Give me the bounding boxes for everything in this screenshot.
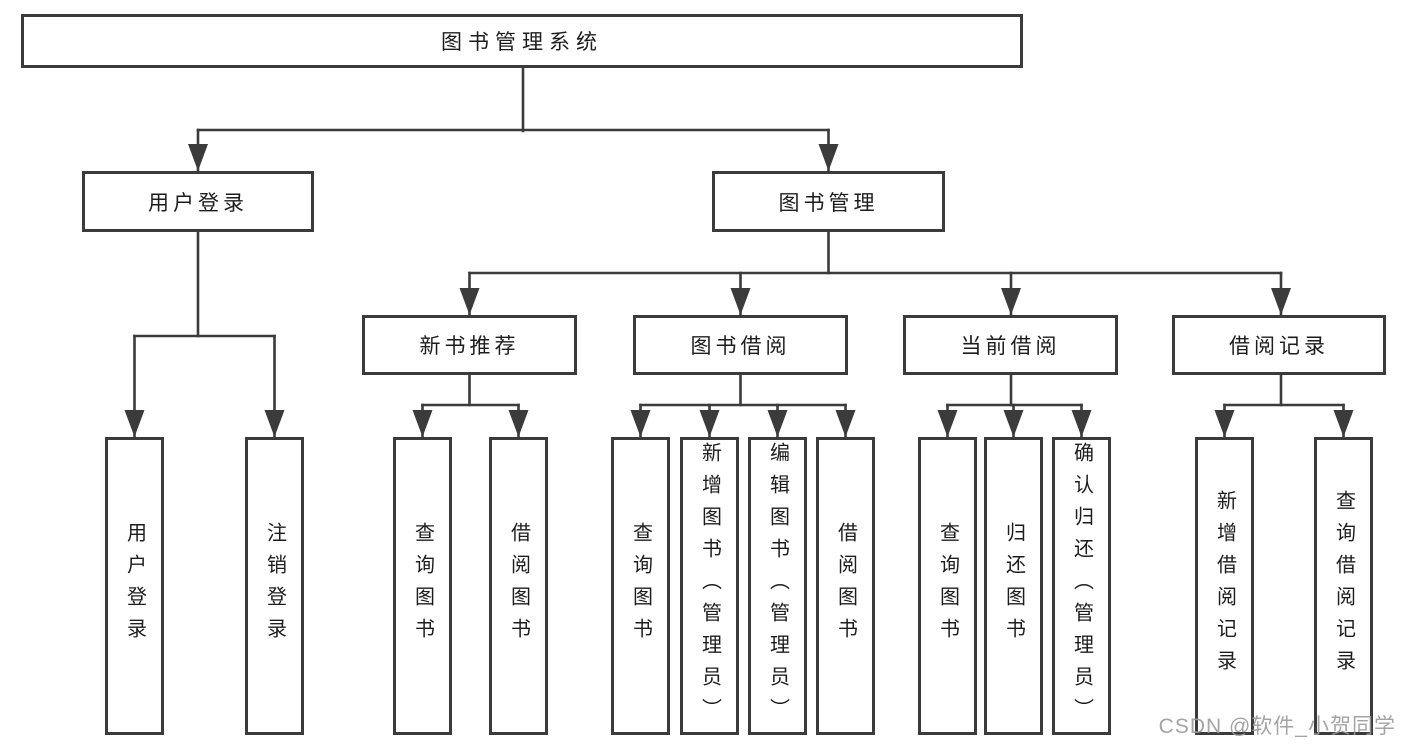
leaf-borrow-query-books-label: 查询图书 (629, 522, 652, 650)
watermark: CSDN @软件_小贺同学 (1158, 715, 1396, 738)
leaf-confirm-return-admin: 确认归还（管理员） (1052, 437, 1111, 735)
leaf-borrow-books-label: 借阅图书 (834, 522, 857, 650)
leaf-recommend-query-books-label: 查询图书 (411, 522, 434, 650)
leaf-edit-book-admin: 编辑图书（管理员） (748, 437, 807, 735)
leaf-logout: 注销登录 (245, 437, 304, 735)
node-book-borrowing-label: 图书借阅 (690, 335, 791, 358)
node-library-management-system: 图书管理系统 (21, 14, 1023, 68)
leaf-add-borrow-record-label: 新增借阅记录 (1213, 490, 1236, 682)
leaf-edit-book-admin-label: 编辑图书（管理员） (766, 442, 789, 730)
node-borrowing-records-label: 借阅记录 (1229, 335, 1329, 358)
node-new-book-recommendation-label: 新书推荐 (419, 335, 520, 358)
leaf-recommend-borrow-books-label: 借阅图书 (507, 522, 530, 650)
leaf-current-query-books: 查询图书 (918, 437, 977, 735)
node-current-borrowing-label: 当前借阅 (960, 335, 1061, 358)
leaf-confirm-return-admin-label: 确认归还（管理员） (1070, 442, 1093, 730)
leaf-borrow-query-books: 查询图书 (611, 437, 670, 735)
node-library-management-system-label: 图书管理系统 (441, 31, 603, 54)
leaf-user-login: 用户登录 (105, 437, 164, 735)
node-user-login-label: 用户登录 (148, 191, 248, 215)
leaf-user-login-label: 用户登录 (123, 522, 146, 650)
node-new-book-recommendation: 新书推荐 (362, 315, 577, 375)
leaf-recommend-borrow-books: 借阅图书 (489, 437, 548, 735)
node-current-borrowing: 当前借阅 (903, 315, 1118, 375)
leaf-logout-label: 注销登录 (263, 522, 286, 650)
leaf-query-borrow-record-label: 查询借阅记录 (1332, 490, 1355, 682)
node-borrowing-records: 借阅记录 (1172, 315, 1386, 375)
node-book-management: 图书管理 (712, 171, 945, 232)
node-user-login: 用户登录 (82, 171, 314, 232)
leaf-add-borrow-record: 新增借阅记录 (1195, 437, 1254, 735)
leaf-return-books-label: 归还图书 (1002, 522, 1025, 650)
leaf-borrow-books: 借阅图书 (816, 437, 875, 735)
leaf-query-borrow-record: 查询借阅记录 (1314, 437, 1373, 735)
node-book-borrowing: 图书借阅 (633, 315, 848, 375)
leaf-add-book-admin: 新增图书（管理员） (680, 437, 739, 735)
leaf-current-query-books-label: 查询图书 (936, 522, 959, 650)
leaf-return-books: 归还图书 (984, 437, 1043, 735)
node-book-management-label: 图书管理 (778, 191, 879, 215)
leaf-add-book-admin-label: 新增图书（管理员） (698, 442, 721, 730)
leaf-recommend-query-books: 查询图书 (393, 437, 452, 735)
